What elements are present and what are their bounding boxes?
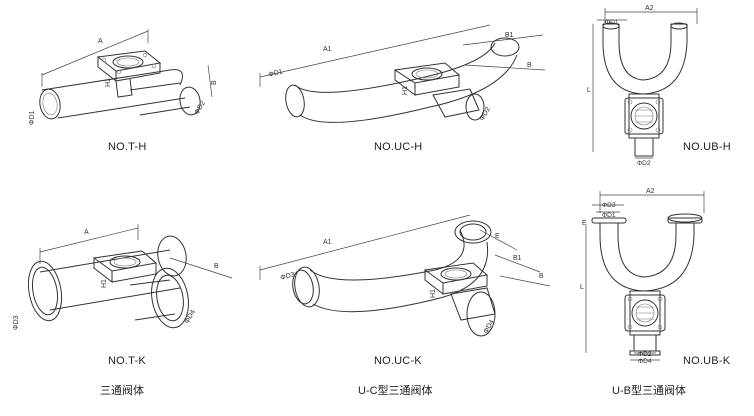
main-pipe (39, 69, 186, 120)
dim-b: B (214, 263, 219, 270)
group-label-uc: U-C型三通阀体 (358, 385, 433, 397)
valve-body (96, 50, 162, 98)
figure-ub-k: A2 ΦD3 ΦD1 E L ΦD2 ΦD4 (580, 188, 705, 365)
valve-body (624, 93, 664, 157)
branch-pipe (129, 82, 201, 116)
dim-a2: A2 (646, 188, 655, 195)
dim-a2: A2 (645, 5, 654, 12)
group-label-tee: 三通阀体 (100, 385, 144, 397)
main-pipe (27, 235, 187, 322)
branch-pipe (129, 267, 189, 329)
dim-d3: ΦD3 (602, 202, 616, 209)
caption-ub-k: NO.UB-K (683, 355, 731, 367)
figure-uc-h: A1 B1 B ΦD1 H1 ΦD2 (259, 24, 546, 123)
dim-l: L (587, 87, 591, 94)
dim-d2: ΦD2 (194, 100, 207, 116)
dim-h1: H1 (101, 279, 108, 288)
group-label-ub: U-B型三通阀体 (612, 385, 686, 397)
curved-pipe (285, 37, 520, 123)
curved-pipe (292, 220, 492, 313)
dim-b: B (539, 273, 544, 280)
dim-d1: ΦD1 (605, 19, 619, 26)
dim-d4: ΦD4 (638, 358, 652, 365)
figure-t-h: A ΦD1 H1 ΦD2 B (29, 29, 218, 125)
u-pipe (591, 213, 703, 292)
dim-d1: ΦD1 (29, 110, 36, 125)
dim-h1: H1 (402, 86, 409, 95)
dim-d2: ΦD2 (637, 160, 651, 167)
caption-t-h: NO.T-H (108, 141, 147, 153)
caption-ub-h: NO.UB-H (683, 141, 731, 153)
caption-uc-k: NO.UC-K (374, 355, 422, 367)
dim-d1: ΦD1 (602, 212, 616, 219)
dim-d3: ΦD3 (280, 271, 296, 282)
valve-body (92, 250, 158, 284)
dim-a: A (98, 38, 103, 45)
dim-d1: ΦD1 (268, 68, 284, 79)
dim-d4: ΦD4 (184, 309, 197, 325)
dim-a: A (84, 229, 89, 236)
figure-t-k: A B ΦD3 H1 ΦD4 (13, 224, 233, 330)
dim-e: E (495, 233, 500, 240)
dim-h1: H1 (105, 78, 112, 87)
valve-body (624, 290, 666, 356)
dim-b: B (527, 62, 532, 69)
u-pipe (602, 22, 688, 95)
caption-uc-h: NO.UC-H (374, 141, 423, 153)
dim-l: L (580, 284, 584, 291)
dim-b1: B1 (505, 32, 514, 39)
caption-t-k: NO.T-K (108, 355, 146, 367)
dim-h1: H1 (430, 289, 437, 298)
dim-d2: ΦD2 (638, 351, 652, 358)
dim-b1: B1 (513, 255, 522, 262)
dim-a1: A1 (323, 239, 332, 246)
dim-b: B (211, 80, 218, 85)
valve-body (393, 62, 485, 121)
figure-uc-k: A1 E B1 B ΦD3 H1 ΦD4 (259, 214, 551, 337)
dim-e: E (582, 220, 587, 227)
dim-d2: ΦD2 (479, 106, 492, 122)
dim-a1: A1 (323, 46, 332, 53)
dim-d3: ΦD3 (13, 315, 20, 330)
figure-ub-h: A2 ΦD1 L ΦD2 (587, 5, 698, 167)
valve-body (423, 262, 496, 337)
